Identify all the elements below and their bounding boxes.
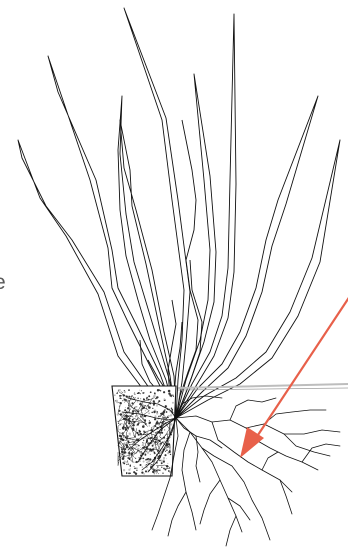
root-3 <box>176 418 242 532</box>
root-26 <box>226 516 236 546</box>
root-12 <box>200 480 220 524</box>
stem-8 <box>176 96 318 418</box>
root-1 <box>176 416 340 434</box>
stem-1 <box>18 140 176 418</box>
root-4 <box>182 432 196 530</box>
plant-stems <box>18 8 340 418</box>
root-15 <box>302 444 340 462</box>
ground-line <box>178 384 348 390</box>
stem-2 <box>48 56 176 418</box>
stem-7 <box>176 14 236 418</box>
root-25 <box>262 452 278 470</box>
pot <box>112 386 176 476</box>
left-edge-text-fragment: e <box>0 272 6 293</box>
root-13 <box>280 480 292 514</box>
root-14 <box>228 498 250 520</box>
root-11 <box>168 492 186 536</box>
stem-3 <box>118 96 176 418</box>
stem-6 <box>176 74 216 418</box>
